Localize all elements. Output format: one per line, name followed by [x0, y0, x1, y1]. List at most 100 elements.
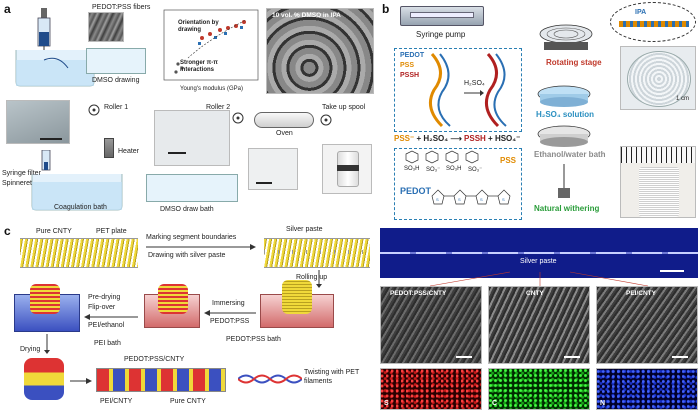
panel-b: b Syringe pump IPA Rotating stage PEDOT …	[378, 0, 700, 222]
ipa-bubble: IPA	[610, 2, 696, 42]
ipa-label: IPA	[635, 9, 647, 16]
pedot-roll-2	[158, 284, 188, 314]
ruler-ticks	[621, 147, 695, 163]
drawn-fiber-photo	[154, 110, 230, 166]
pss-structure-label: PSS	[500, 156, 517, 165]
roller2-label: Roller 2	[206, 104, 231, 111]
pre-drying-label: Pre-drying	[88, 294, 121, 301]
pedot-pss-cnty-label: PEDOT:PSS/CNTY	[124, 356, 185, 363]
withering-clip	[558, 164, 570, 198]
dmso-drawing-label: DMSO drawing	[92, 77, 140, 84]
twisting-label: Twisting with PET filaments	[304, 369, 360, 385]
sem-scale-3	[672, 356, 688, 358]
structure-box	[394, 148, 522, 220]
silver-paste-line	[380, 252, 698, 254]
connector-lines	[429, 271, 649, 287]
pei-bath-label: PEI bath	[94, 340, 121, 347]
reaction-plus-h2so4: + H₂SO₄	[416, 134, 449, 143]
fiber-ruler-photo	[620, 146, 696, 218]
syringe-filter-label: Syringe filter	[2, 170, 41, 177]
flip-over-label: Flip-over	[88, 304, 116, 311]
panel-a: a PEDOT:PSS fibers DMSO drawing Orientat…	[0, 0, 378, 222]
pure-cnty-label: Pure CNTY	[36, 228, 72, 235]
takeup-spool-label: Take up spool	[322, 104, 366, 111]
panel-b-letter: b	[382, 2, 390, 16]
sem-title-2: CNTY	[526, 290, 544, 297]
petri-dish	[627, 51, 691, 107]
sem-dmso-label: 10 vol. % DMSO in IPA	[272, 12, 341, 19]
oven-label: Oven	[276, 130, 293, 137]
fiber-chain-before	[428, 53, 451, 128]
pure-cnty-bottom-label: Pure CNTY	[170, 398, 206, 405]
twisted-yarn	[238, 374, 302, 384]
reaction-pssh: PSSH	[464, 134, 486, 143]
dmso-draw-bath-label: DMSO draw bath	[160, 206, 214, 213]
pei-cnty-label: PEI/CNTY	[100, 398, 133, 405]
h2so4-solution-label: H₂SO₄ solution	[536, 110, 595, 119]
coag-photo	[6, 100, 70, 144]
eds-map-c: C	[488, 368, 590, 410]
pei-ethanol-label: PEI/ethanol	[88, 322, 125, 329]
drawn-fiber-scale	[168, 152, 186, 154]
fiber-strand-scale	[256, 182, 272, 184]
sem-panel-3	[596, 286, 698, 364]
spool-wrap	[337, 165, 359, 171]
marking-arrow	[146, 244, 256, 250]
sem-title-1: PEDOT:PSS/CNTY	[390, 290, 447, 297]
sem-scale-1	[456, 356, 472, 358]
pei-roll	[30, 284, 60, 314]
so3h-label-2: SO₃H	[446, 166, 462, 172]
sem-panel-1	[380, 286, 482, 364]
spool-photo	[322, 144, 372, 194]
rolling-up-arrow	[316, 270, 322, 288]
svg-text:S: S	[502, 197, 505, 202]
so3h-label-1: SO₃H	[404, 166, 420, 172]
fibers-label: PEDOT:PSS fibers	[92, 4, 151, 11]
pet-plate-label: PET plate	[96, 228, 127, 235]
silver-paste-label-c: Silver paste	[286, 226, 323, 233]
stronger-annotation: Stronger π-π interactions	[180, 60, 218, 73]
reaction-equation: PSS⁻ + H₂SO₄ ⟶ PSSH + HSO₄⁻	[394, 134, 522, 146]
ethanol-bath-label: Ethanol/water bath	[534, 150, 606, 159]
oven-cylinder	[254, 112, 314, 128]
silver-paste-strip: Silver paste	[380, 228, 698, 278]
svg-text:S: S	[458, 197, 461, 202]
svg-text:S: S	[436, 197, 439, 202]
drying-label: Drying	[20, 346, 41, 353]
pedot-pss-bath-label: PEDOT:PSS bath	[226, 336, 281, 343]
fiber-strand-photo	[248, 148, 298, 190]
panel-d: Silver paste PEDOT:PSS/CNTY CNTY PEI/CNT…	[380, 222, 700, 412]
svg-text:S: S	[480, 197, 483, 202]
mechanism-box	[394, 48, 522, 132]
syringe-barrel	[410, 12, 474, 18]
scale-text: 1 cm	[676, 96, 690, 102]
rotating-stage	[539, 24, 593, 50]
dmso-draw-bath	[146, 174, 238, 202]
rolling-up-label: Rolling up	[296, 274, 328, 281]
conductivity-modulus-chart	[163, 9, 259, 81]
pedot-structure-label: PEDOT	[400, 186, 432, 196]
reaction-plus-hso4: + HSO₄⁻	[488, 134, 521, 143]
eds-map-s: S	[380, 368, 482, 410]
dmso-drawing-bath	[86, 48, 146, 74]
marking-label: Marking segment boundaries	[146, 234, 237, 241]
panel-c: c Pure CNTY PET plate Marking segment bo…	[0, 222, 380, 412]
final-yarn	[96, 368, 226, 392]
eds-letter-s: S	[384, 400, 389, 407]
legend-pss: PSS	[400, 62, 415, 69]
fibers-sem-photo	[88, 12, 124, 42]
flip-arrow	[84, 314, 138, 320]
immersing-label: Immersing	[212, 300, 245, 307]
natural-withering-label: Natural withering	[534, 204, 600, 213]
heater-label: Heater	[118, 148, 140, 155]
immersing-arrow	[204, 310, 256, 316]
spinneret-label: Spinneret	[2, 180, 32, 187]
eds-letter-c: C	[492, 400, 498, 407]
wound-fiber	[639, 167, 679, 217]
silver-marks	[264, 250, 370, 254]
h2so4-arrow-label: H₂SO₄	[464, 80, 485, 87]
sem-title-3: PEI/CNTY	[626, 290, 656, 297]
chart-xlabel: Young's modulus (GPa)	[180, 86, 243, 92]
syringe-pump-label: Syringe pump	[416, 30, 466, 39]
